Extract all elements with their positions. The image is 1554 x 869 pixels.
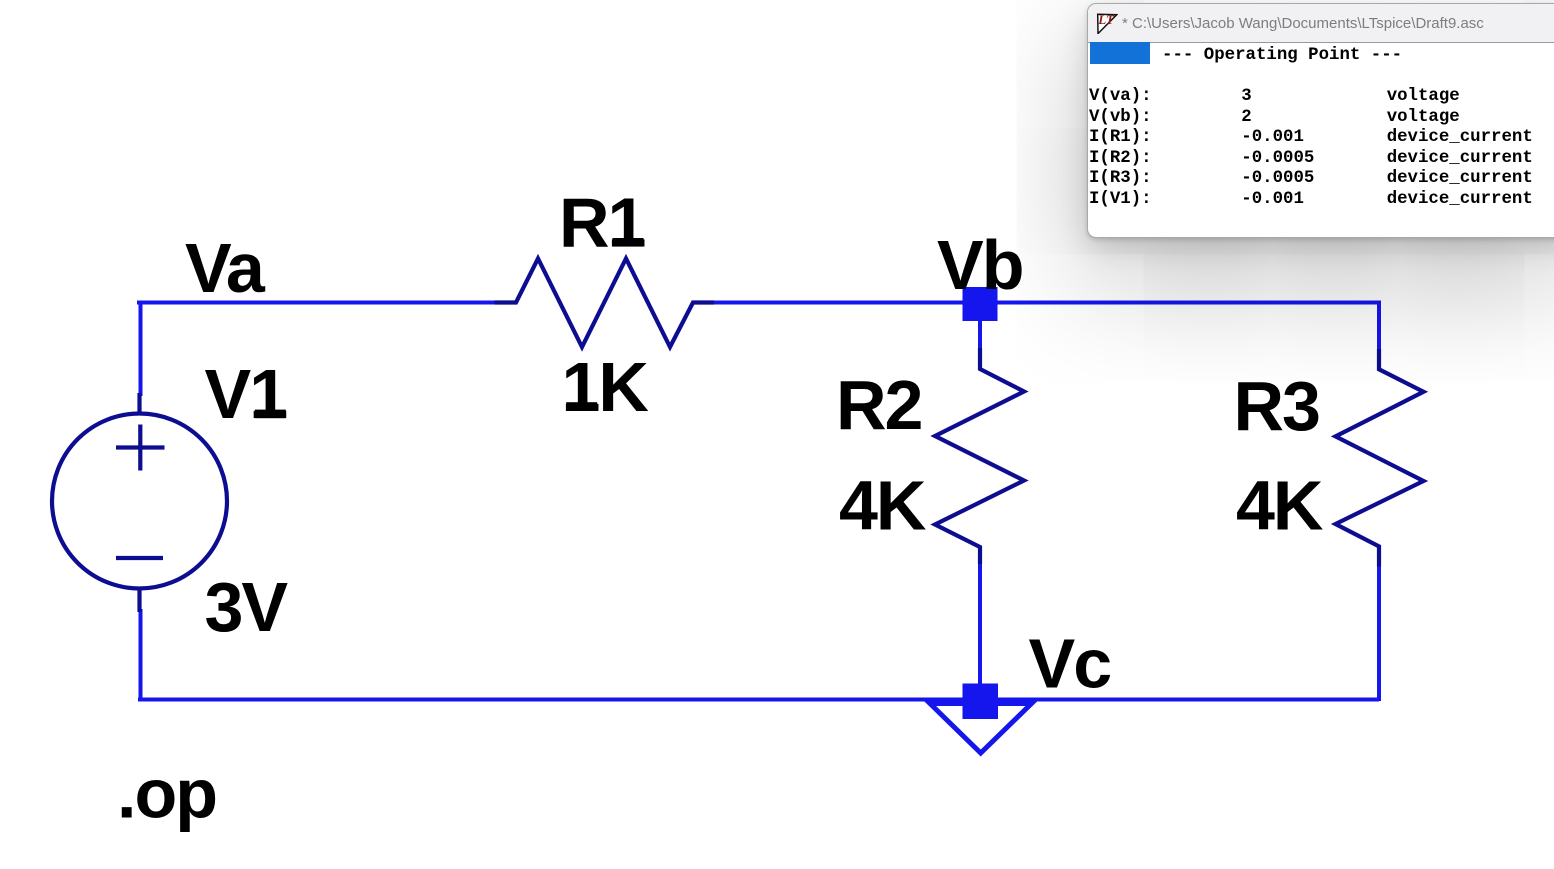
svg-text:Vb: Vb [937, 226, 1022, 304]
svg-text:1K: 1K [562, 348, 649, 426]
svg-text:R2: R2 [836, 366, 922, 444]
svg-text:R1: R1 [559, 184, 645, 262]
svg-text:R3: R3 [1234, 367, 1320, 445]
svg-text:Va: Va [185, 229, 266, 307]
svg-text:.op: .op [117, 754, 216, 832]
svg-text:4K: 4K [1236, 467, 1323, 545]
svg-text:V1: V1 [205, 355, 287, 433]
svg-text:4K: 4K [839, 467, 926, 545]
svg-text:Vc: Vc [1029, 625, 1111, 703]
svg-text:3V: 3V [205, 568, 289, 646]
svg-text:LT: LT [1097, 12, 1115, 27]
